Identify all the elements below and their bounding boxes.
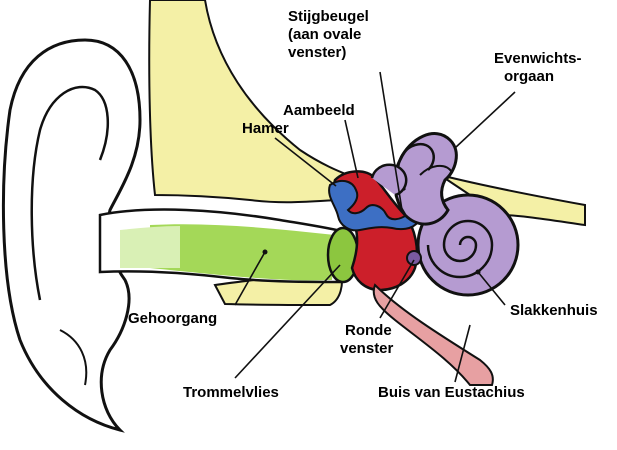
leader-evenwichtsorgaan	[455, 92, 515, 148]
label-ronde-venster-line-1: Ronde	[340, 322, 393, 340]
label-slakkenhuis: Slakkenhuis	[510, 302, 598, 320]
label-hamer: Hamer	[242, 120, 289, 138]
dot-gehoorgang	[263, 250, 268, 255]
ear-canal-fade	[120, 226, 180, 268]
label-gehoorgang: Gehoorgang	[128, 310, 217, 328]
label-ronde-venster: Ronde venster	[340, 322, 393, 358]
label-evenwichtsorgaan-line-2: orgaan	[494, 68, 582, 86]
label-trommelvlies: Trommelvlies	[183, 384, 279, 402]
round-window	[407, 251, 421, 265]
label-ronde-venster-line-2: venster	[340, 340, 393, 358]
leader-aambeeld	[345, 120, 358, 178]
label-evenwichtsorgaan-line-1: Evenwichts-	[494, 50, 582, 68]
label-buis-van-eustachius: Buis van Eustachius	[378, 384, 525, 402]
label-stijgbeugel: Stijgbeugel (aan ovale venster)	[288, 8, 369, 62]
dot-slakkenhuis	[476, 270, 481, 275]
label-stijgbeugel-line-3: venster)	[288, 44, 369, 62]
label-stijgbeugel-line-1: Stijgbeugel	[288, 8, 369, 26]
label-evenwichtsorgaan: Evenwichts- orgaan	[494, 50, 582, 86]
label-stijgbeugel-line-2: (aan ovale	[288, 26, 369, 44]
label-aambeeld: Aambeeld	[283, 102, 355, 120]
